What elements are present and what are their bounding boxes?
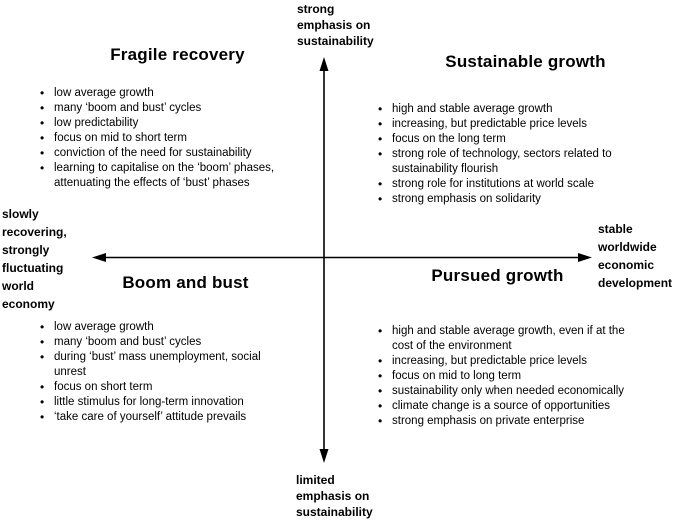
- quadrant-title-pursued-growth: Pursued growth: [431, 266, 564, 285]
- quadrant-title-fragile-recovery: Fragile recovery: [110, 45, 245, 64]
- quadrant-bullets-sustainable-growth: high and stable average growthincreasing…: [376, 102, 666, 207]
- quadrant-title-sustainable-growth: Sustainable growth: [445, 52, 606, 71]
- axis-label-stable-development: stable worldwide economic development: [598, 222, 673, 290]
- axis-label-fluctuating-economy: slowly recovering, strongly fluctuating …: [2, 207, 67, 311]
- bullet-item: focus on mid to short term: [38, 131, 316, 146]
- bullet-item: high and stable average growth, even if …: [376, 324, 668, 354]
- bullet-item: focus on the long term: [376, 132, 666, 147]
- bullet-item: high and stable average growth: [376, 102, 666, 117]
- bullet-item: conviction of the need for sustainabilit…: [38, 146, 316, 161]
- bullet-item: low average growth: [38, 86, 316, 101]
- bullet-item: many ‘boom and bust’ cycles: [38, 101, 316, 116]
- quadrant-title-boom-and-bust: Boom and bust: [122, 273, 249, 292]
- bullet-item: increasing, but predictable price levels: [376, 354, 668, 369]
- bullet-item: focus on short term: [38, 380, 316, 395]
- arrowhead-left-icon: [92, 253, 106, 262]
- bullet-item: strong emphasis on private enterprise: [376, 414, 668, 429]
- bullet-item: many ‘boom and bust’ cycles: [38, 335, 316, 350]
- bullet-item: during ‘bust’ mass unemployment, social …: [38, 350, 316, 380]
- arrowhead-up-icon: [319, 57, 329, 71]
- bullet-item: strong emphasis on solidarity: [376, 192, 666, 207]
- bullet-item: learning to capitalise on the ‘boom’ pha…: [38, 161, 316, 191]
- bullet-item: ‘take care of yourself’ attitude prevail…: [38, 410, 316, 425]
- bullet-item: strong role for institutions at world sc…: [376, 177, 666, 192]
- arrowhead-right-icon: [578, 253, 592, 262]
- quadrant-bullets-pursued-growth: high and stable average growth, even if …: [376, 324, 668, 429]
- bullet-item: low predictability: [38, 116, 316, 131]
- bullet-item: climate change is a source of opportunit…: [376, 399, 668, 414]
- arrowhead-down-icon: [319, 449, 329, 463]
- quadrant-bullets-boom-and-bust: low average growthmany ‘boom and bust’ c…: [38, 320, 316, 425]
- bullet-item: low average growth: [38, 320, 316, 335]
- bullet-item: strong role of technology, sectors relat…: [376, 147, 666, 177]
- bullet-item: focus on mid to long term: [376, 369, 668, 384]
- bullet-item: sustainability only when needed economic…: [376, 384, 668, 399]
- axis-label-limited-sustainability: limited emphasis on sustainability: [296, 473, 373, 519]
- quadrant-bullets-fragile-recovery: low average growthmany ‘boom and bust’ c…: [38, 86, 316, 191]
- axis-label-strong-sustainability: strong emphasis on sustainability: [297, 2, 374, 48]
- bullet-item: increasing, but predictable price levels: [376, 117, 666, 132]
- bullet-item: little stimulus for long-term innovation: [38, 395, 316, 410]
